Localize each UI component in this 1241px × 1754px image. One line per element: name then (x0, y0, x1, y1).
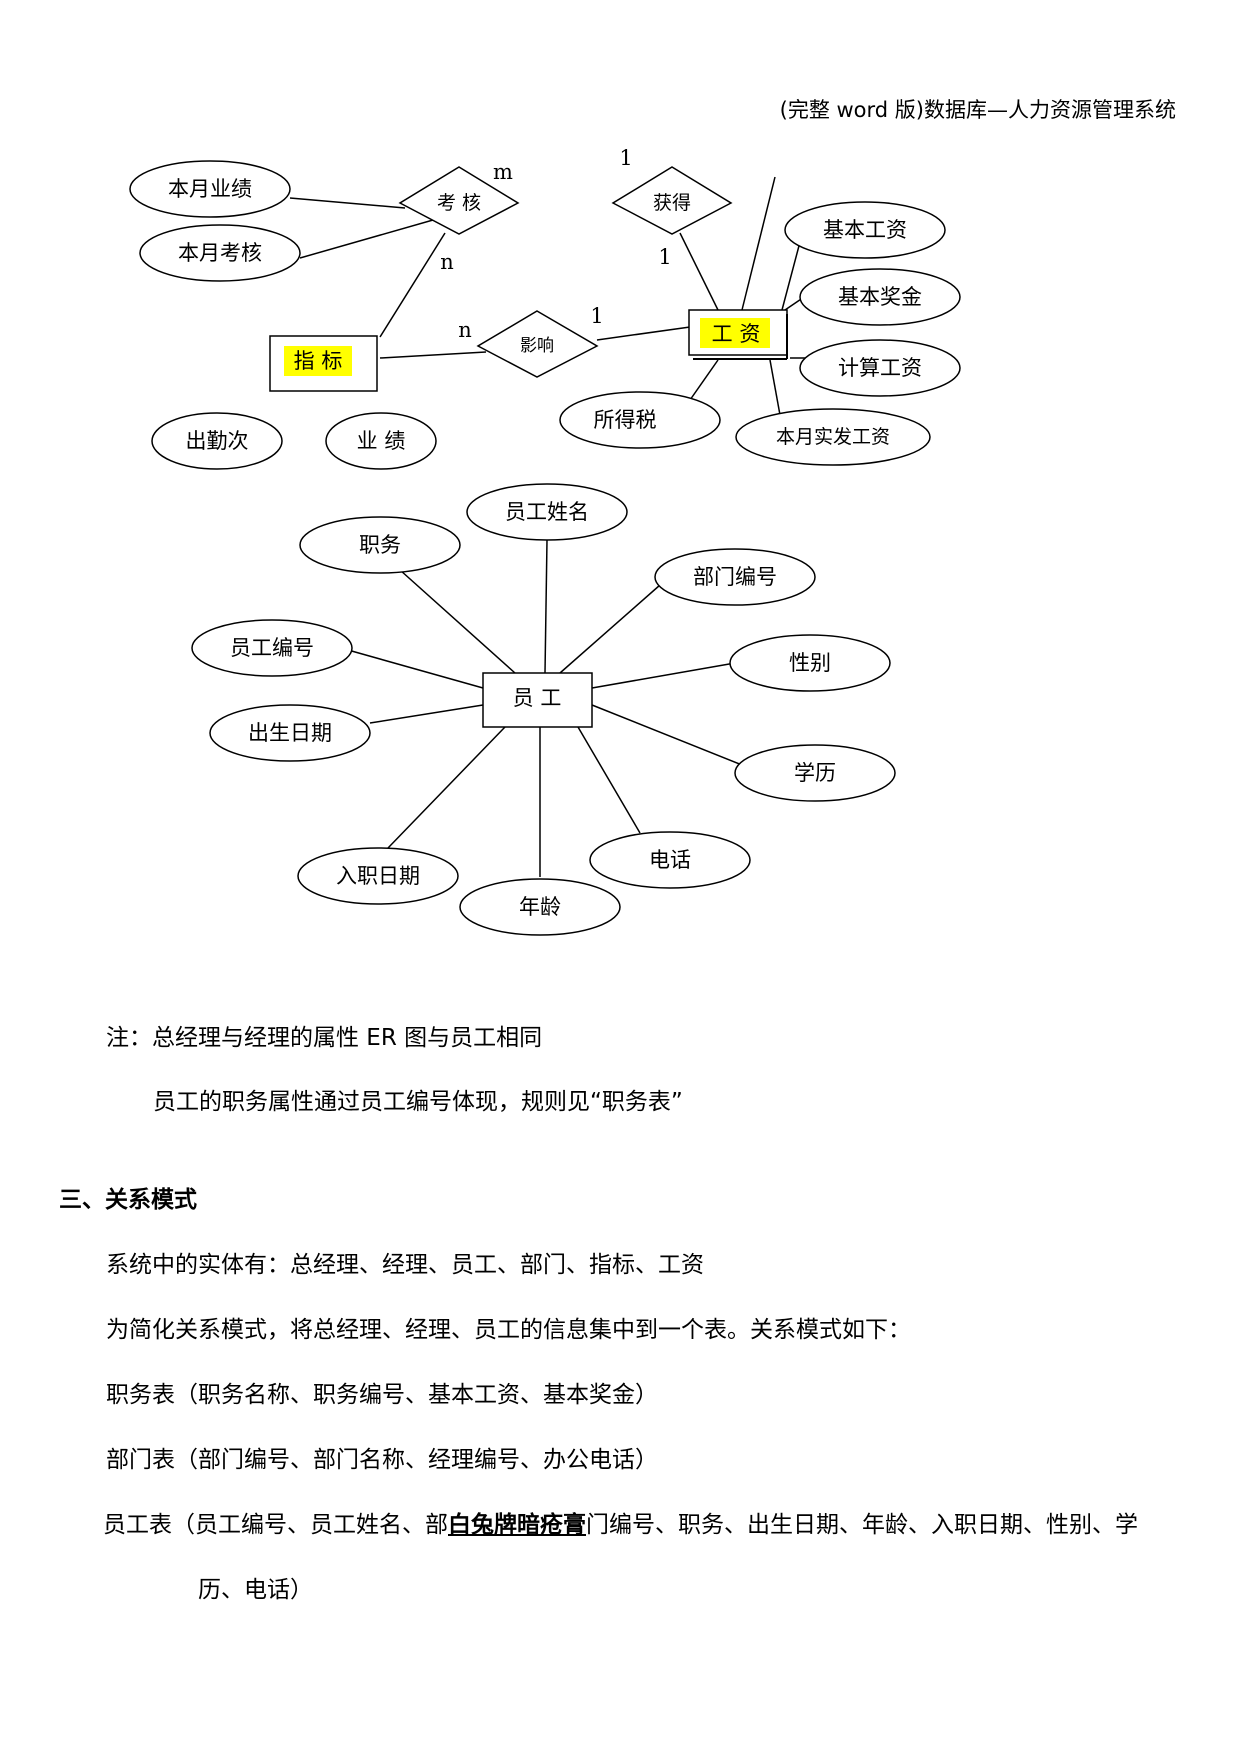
attr-bianhao-label: 员工编号 (230, 636, 314, 660)
attr-xueli-label: 学历 (794, 761, 836, 785)
entity-zhibiao-label: 指 标 (294, 349, 343, 373)
attr-chuqinci-label: 出勤次 (186, 429, 249, 453)
document-header: (完整 word 版)数据库—人力资源管理系统 (779, 98, 1176, 122)
attr-jiben-gongzi-label: 基本工资 (823, 218, 907, 242)
attr-xueli (734, 744, 896, 802)
attr-chusheng (209, 704, 371, 762)
attr-jiben-gongzi (784, 201, 946, 259)
entity-yuangong-label: 员 工 (513, 686, 562, 710)
er-diagram: 指 标 工 资 员 工 考 核 获得 影响 本月业绩 本月考核 出勤次 业 绩 … (129, 146, 961, 936)
attr-benyue-yeji-label: 本月业绩 (168, 177, 252, 201)
attr-jiben-jiangjin-label: 基本奖金 (838, 285, 922, 309)
relation-yingxiang-diamond (476, 310, 599, 378)
attr-xingbie-label: 性别 (789, 651, 831, 675)
attr-benyue-yeji (129, 160, 291, 218)
cardinality-1-yingxiang: 1 (590, 304, 603, 328)
cardinality-1-huode: 1 (658, 245, 671, 269)
note-line-2: 员工的职务属性通过员工编号体现，规则见“职务表” (153, 1089, 683, 1115)
attr-benyue-kaohe (139, 224, 301, 282)
relation-yuangong-continued: 历、电话） (198, 1577, 313, 1603)
attr-bianhao (191, 619, 353, 677)
section-heading: 三、关系模式 (59, 1187, 197, 1213)
entity-gongzi-label: 工 资 (712, 322, 761, 346)
relation-yuangong-part-a: 员工表（员工编号、员工姓名、部 (103, 1512, 448, 1538)
attr-nianling-label: 年龄 (519, 895, 561, 919)
entity-zhibiao (269, 335, 378, 392)
attr-benyue-shifa-label: 本月实发工资 (776, 426, 890, 448)
attr-zhiwu (299, 516, 461, 574)
attr-xingbie (729, 634, 891, 692)
attr-xingming (466, 483, 628, 541)
section-line-entities: 系统中的实体有：总经理、经理、员工、部门、指标、工资 (106, 1252, 704, 1278)
attr-nianling (459, 878, 621, 936)
attr-suodeshui-label: 所得税 (594, 408, 657, 432)
attr-bumen-label: 部门编号 (693, 565, 777, 589)
relation-yingxiang-label: 影响 (520, 336, 554, 356)
attr-zhiwu-label: 职务 (359, 533, 401, 557)
attr-xingming-label: 员工姓名 (505, 500, 589, 524)
attr-benyue-kaohe-label: 本月考核 (178, 241, 262, 265)
entity-yuangong (482, 672, 593, 728)
cardinality-n-kaohe: n (440, 250, 454, 274)
section-line-intro: 为简化关系模式，将总经理、经理、员工的信息集中到一个表。关系模式如下： (106, 1317, 911, 1343)
attr-yeji (325, 412, 437, 470)
cardinality-m: m (493, 160, 513, 184)
attr-dianhua (589, 831, 751, 889)
relation-huode-diamond (611, 166, 733, 235)
attr-ruzhi (297, 847, 459, 905)
note-line-1: 注：总经理与经理的属性 ER 图与员工相同 (106, 1025, 543, 1051)
watermark-text: 白兔牌暗疮膏 (448, 1512, 586, 1538)
relation-bumen-table: 部门表（部门编号、部门名称、经理编号、办公电话） (106, 1447, 658, 1473)
attr-chusheng-label: 出生日期 (248, 721, 332, 745)
attr-suodeshui (559, 391, 721, 449)
relation-zhiwu-table: 职务表（职务名称、职务编号、基本工资、基本奖金） (106, 1382, 658, 1408)
cardinality-n-yingxiang: n (458, 318, 472, 342)
attr-benyue-shifa (735, 408, 931, 466)
attr-yeji-label: 业 绩 (357, 429, 406, 453)
relation-huode-label: 获得 (653, 192, 691, 214)
cardinality-1-top: 1 (619, 146, 632, 170)
relation-yuangong-table: 员工表（员工编号、员工姓名、部白兔牌暗疮膏门编号、职务、出生日期、年龄、入职日期… (103, 1505, 1138, 1539)
entity-gongzi (688, 309, 788, 360)
attr-jisuan-gongzi-label: 计算工资 (838, 356, 922, 380)
attr-chuqinci (151, 412, 283, 470)
attr-ruzhi-label: 入职日期 (336, 864, 420, 888)
attr-dianhua-label: 电话 (649, 848, 691, 872)
relation-yuangong-part-b: 门编号、职务、出生日期、年龄、入职日期、性别、学 (586, 1512, 1138, 1538)
attr-jiben-jiangjin (799, 268, 961, 326)
relation-kaohe-diamond (398, 166, 520, 235)
relation-kaohe-label: 考 核 (437, 192, 481, 214)
attr-jisuan-gongzi (799, 339, 961, 397)
attr-bumen (654, 548, 816, 606)
